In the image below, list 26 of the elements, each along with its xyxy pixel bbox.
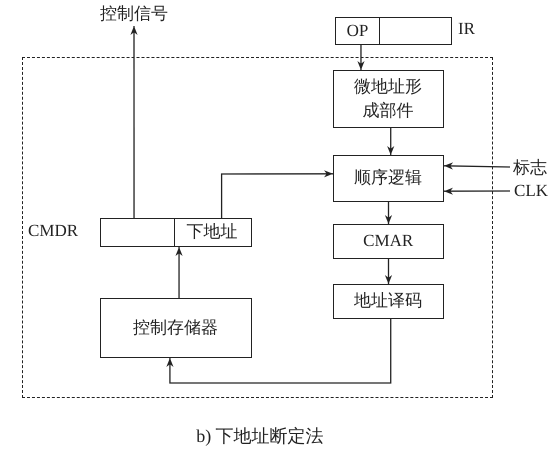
arrow <box>384 259 392 284</box>
arrow <box>130 26 138 218</box>
arrow <box>387 128 394 155</box>
arrow <box>444 188 510 195</box>
arrow <box>220 170 333 218</box>
dashed-boundary-box <box>22 57 493 398</box>
signal-label: 控制信号 <box>94 0 174 26</box>
signal-label: CLK <box>510 180 552 202</box>
register-name: IR <box>458 19 475 39</box>
arrow <box>166 319 392 384</box>
register-name: CMDR <box>28 221 78 241</box>
process-box: 控制存储器 <box>100 298 252 358</box>
arrow <box>175 247 183 298</box>
process-box: 顺序逻辑 <box>332 154 444 202</box>
process-box: 微地址形成部件 <box>332 70 444 128</box>
register-field-text: OP <box>346 20 370 42</box>
register-field-text: 下地址 <box>185 221 238 244</box>
process-box: 地址译码 <box>332 284 444 319</box>
arrow <box>384 202 392 224</box>
signal-label: 标志 <box>510 155 550 179</box>
caption: b) 下地址断定法 <box>195 425 325 448</box>
register-box <box>335 17 452 45</box>
register-box <box>100 218 252 247</box>
arrow <box>444 162 510 170</box>
arrow <box>357 45 365 70</box>
process-box: CMAR <box>332 224 444 259</box>
